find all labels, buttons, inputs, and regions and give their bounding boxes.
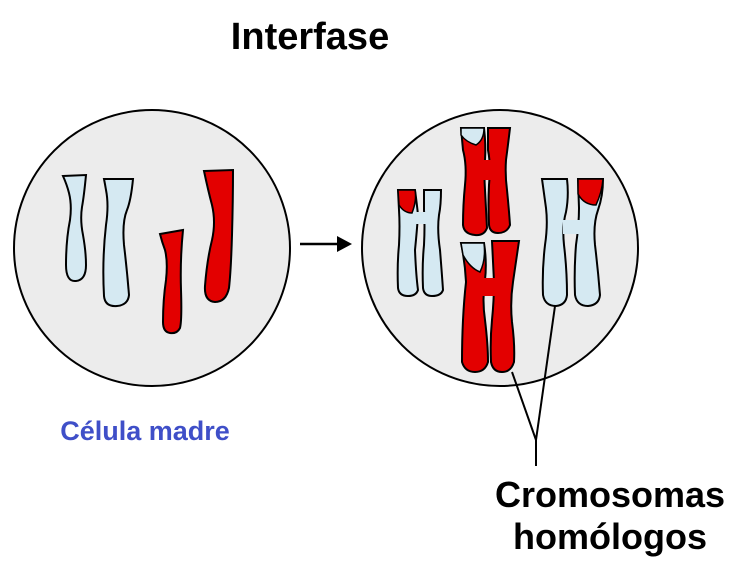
chromosome-light-right	[540, 178, 605, 308]
chromosome-light-2	[102, 178, 135, 308]
interphase-cell	[361, 109, 639, 387]
chromosome-red-1	[158, 228, 185, 335]
chromosome-light-1	[61, 173, 88, 283]
mother-cell-membrane	[13, 109, 291, 387]
homologous-chromosomes-label: Cromosomas homólogos	[470, 474, 750, 558]
right-arrow-icon	[300, 236, 352, 252]
chromosome-small-light	[396, 189, 445, 298]
homologous-label-line-2: homólogos	[513, 516, 707, 558]
mother-cell-label: Célula madre	[60, 416, 230, 446]
chromosome-red-bottom	[459, 240, 521, 374]
mother-cell	[13, 109, 291, 387]
homologous-label-line-1: Cromosomas	[494, 474, 726, 515]
chromosome-red-top	[459, 127, 512, 237]
homologs-pointer-lines	[511, 305, 556, 466]
chromosome-red-2	[202, 168, 235, 304]
diagram-title: Interfase	[230, 16, 390, 58]
